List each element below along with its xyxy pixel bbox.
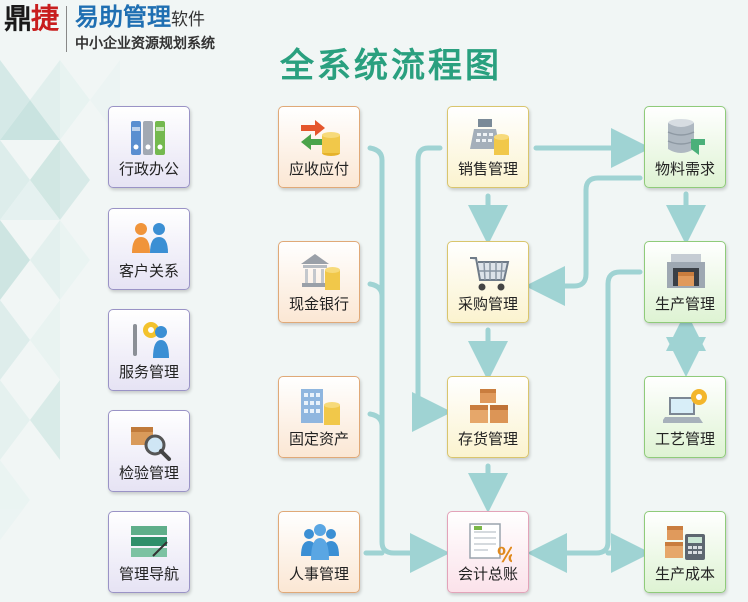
line-assets-join xyxy=(367,411,385,429)
product-name: 易助管理软件 xyxy=(75,2,215,35)
node-label: 物料需求 xyxy=(654,160,715,178)
svg-text:%: % xyxy=(497,543,512,566)
product-suffix: 软件 xyxy=(171,10,206,30)
arrows-coins-icon xyxy=(301,120,340,156)
stacked-trays-icon xyxy=(131,526,168,557)
arrow-finance-to-ledger xyxy=(367,145,450,573)
node-assets[interactable]: 固定资产 xyxy=(278,376,360,458)
node-label: 管理导航 xyxy=(118,565,179,583)
node-cash[interactable]: 现金银行 xyxy=(278,241,360,323)
app-logo: 鼎捷 易助管理软件 中小企业资源规划系统 xyxy=(4,2,215,53)
node-label: 客户关系 xyxy=(118,262,179,280)
product-subtitle: 中小企业资源规划系统 xyxy=(75,36,216,52)
node-label: 人事管理 xyxy=(288,565,349,583)
arrow-material-to-purchase xyxy=(525,175,643,306)
background-triangle-pattern xyxy=(0,60,120,540)
node-label: 应收应付 xyxy=(288,160,349,178)
node-label: 工艺管理 xyxy=(654,430,715,448)
arrow-sales-to-inventory xyxy=(412,145,452,432)
node-inspection[interactable]: 检验管理 xyxy=(108,410,190,492)
node-label: 生产成本 xyxy=(654,565,715,583)
diagram-title: 全系统流程图 xyxy=(280,46,502,86)
magnifier-box-icon xyxy=(131,427,171,461)
binders-icon xyxy=(131,121,165,155)
people-icon xyxy=(132,223,168,253)
node-label: 固定资产 xyxy=(288,430,349,448)
boxes-icon xyxy=(470,389,508,423)
node-label: 检验管理 xyxy=(118,464,179,482)
service-gear-icon xyxy=(133,322,169,358)
brand-text-a: 鼎 xyxy=(4,2,32,35)
arrow-production-to-ledger xyxy=(527,269,643,573)
logo-divider xyxy=(66,6,68,52)
node-label: 销售管理 xyxy=(457,160,518,178)
node-navigation[interactable]: 管理导航 xyxy=(108,511,190,593)
brand-mark: 鼎捷 xyxy=(4,2,59,36)
node-label: 会计总账 xyxy=(457,565,518,583)
printer-box-icon xyxy=(667,254,705,288)
laptop-gear-icon xyxy=(663,389,707,423)
node-hr[interactable]: 人事管理 xyxy=(278,511,360,593)
bank-coins-icon xyxy=(301,254,340,290)
node-label: 行政办公 xyxy=(118,160,179,178)
product-name-text: 易助管理 xyxy=(75,3,172,31)
people-group-icon xyxy=(301,524,339,560)
node-ledger[interactable]: % 会计总账 xyxy=(447,511,529,593)
node-inventory[interactable]: 存货管理 xyxy=(447,376,529,458)
node-label: 存货管理 xyxy=(457,430,518,448)
node-ar-ap[interactable]: 应收应付 xyxy=(278,106,360,188)
node-service[interactable]: 服务管理 xyxy=(108,309,190,391)
register-coins-icon xyxy=(470,119,509,155)
node-label: 现金银行 xyxy=(288,295,349,313)
node-label: 服务管理 xyxy=(118,363,179,381)
cart-icon xyxy=(470,257,510,291)
boxes-calculator-icon xyxy=(665,526,705,560)
node-production[interactable]: 生产管理 xyxy=(644,241,726,323)
node-crm[interactable]: 客户关系 xyxy=(108,208,190,290)
node-admin[interactable]: 行政办公 xyxy=(108,106,190,188)
node-cost[interactable]: 生产成本 xyxy=(644,511,726,593)
node-label: 采购管理 xyxy=(457,295,518,313)
brand-text-b: 捷 xyxy=(31,2,59,35)
node-sales[interactable]: 销售管理 xyxy=(447,106,529,188)
node-material[interactable]: 物料需求 xyxy=(644,106,726,188)
ledger-percent-icon: % xyxy=(469,523,512,566)
building-coins-icon xyxy=(301,389,340,425)
database-icon xyxy=(667,119,705,155)
node-label: 生产管理 xyxy=(654,295,715,313)
line-cash-join xyxy=(367,281,385,299)
node-process[interactable]: 工艺管理 xyxy=(644,376,726,458)
node-purchase[interactable]: 采购管理 xyxy=(447,241,529,323)
